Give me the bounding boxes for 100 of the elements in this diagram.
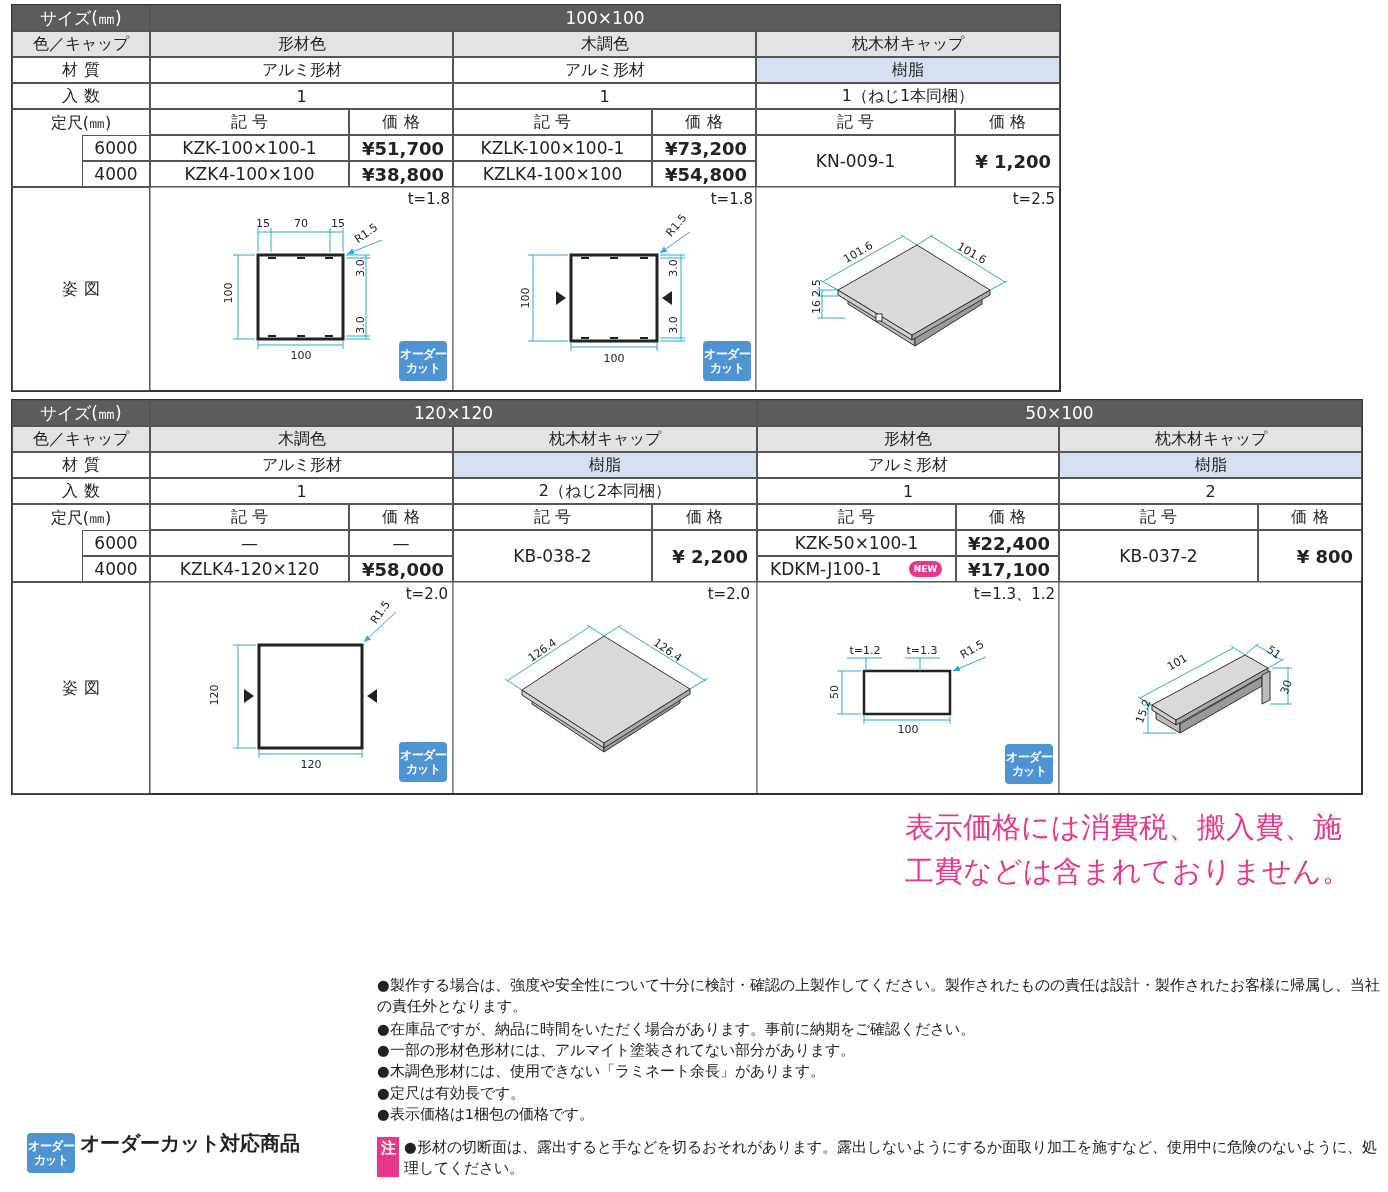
table-cell: アルミ形材 — [150, 452, 453, 478]
dimension-label: 3.0 — [353, 315, 367, 336]
column-header: 木調色 — [150, 426, 453, 452]
table-header: 100×100 — [150, 5, 1060, 31]
column-header: 形材色 — [757, 426, 1059, 452]
note-text: ●表示価格は1梱包の価格です。 — [377, 1105, 595, 1124]
dimension-label: 51 — [1263, 641, 1285, 664]
table-cell: 材 質 — [12, 452, 150, 478]
table-cell: KZLK4-120×120 — [150, 556, 349, 582]
note-text: ●一部の形材色形材には、アルマイト塗装されてない部分があります。 — [377, 1041, 856, 1060]
dimension-label: 100 — [221, 282, 235, 304]
table-header: サイズ(㎜) — [12, 400, 150, 426]
price-cell: ¥38,800 — [349, 161, 453, 187]
table-cell: KZLK-100×100-1 — [453, 135, 652, 161]
dimension-label: 30 — [1276, 677, 1296, 698]
column-header: 枕木材キャップ — [1059, 426, 1362, 452]
column-header: 色／キャップ — [12, 426, 150, 452]
dimension-label: t=1.2 — [848, 643, 882, 657]
column-header: 枕木材キャップ — [756, 31, 1060, 57]
dimension-label: 100 — [289, 348, 313, 362]
dimension-label: 3.0 — [353, 258, 367, 279]
thickness-label: t=1.8 — [709, 190, 753, 208]
dimension-label: 70 — [293, 216, 309, 230]
column-header: 木調色 — [453, 31, 756, 57]
price-cell: ¥54,800 — [652, 161, 756, 187]
table-cell: KZK4-100×100 — [150, 161, 349, 187]
table-cell: KB-038-2 — [453, 530, 652, 582]
table-cell: 記 号 — [150, 109, 349, 135]
table-cell: 価 格 — [1258, 504, 1362, 530]
dimension-label: 100 — [896, 722, 920, 736]
table-cell: 入 数 — [12, 478, 150, 504]
column-header: 色／キャップ — [12, 31, 150, 57]
table-cell: 記 号 — [453, 109, 652, 135]
order-cut-badge: オーダーカット — [1005, 744, 1053, 784]
price-cell: ¥73,200 — [652, 135, 756, 161]
table-cell: 姿 図 — [12, 582, 150, 794]
price-cell: ¥17,100 — [956, 556, 1059, 582]
table-cell: 1（ねじ1本同梱） — [756, 83, 1060, 109]
thickness-label: t=1.3、1.2 — [972, 585, 1055, 603]
table-cell: KZK-50×100-1 — [757, 530, 956, 556]
table-cell: 1 — [150, 83, 453, 109]
note-text: ●在庫品ですが、納品に時間をいただく場合があります。事前に納期をご確認ください。 — [377, 1020, 976, 1039]
table-cell: アルミ形材 — [453, 57, 756, 83]
table-header: 120×120 — [150, 400, 757, 426]
price-cell: ¥ 800 — [1258, 530, 1362, 582]
legend-text: オーダーカット対応商品 — [80, 1129, 301, 1157]
price-cell: ¥22,400 — [956, 530, 1059, 556]
table-cell: 記 号 — [1059, 504, 1258, 530]
dimension-label: 15 — [330, 216, 346, 230]
table-cell: KZK-100×100-1 — [150, 135, 349, 161]
note-text: ●形材の切断面は、露出すると手などを切るおそれがあります。露出しないようにするか面取り加工を施すなど、使用中に危険のないように、処理してください。 — [404, 1138, 1378, 1178]
table-cell: 4000 — [82, 161, 150, 187]
table-cell: KN-009-1 — [756, 135, 955, 187]
price-cell: ¥58,000 — [349, 556, 453, 582]
table-cell: 材 質 — [12, 57, 150, 83]
dimension-label: 50 — [827, 684, 841, 701]
dimension-label: 100 — [518, 287, 532, 309]
dimension-label: 15 — [255, 216, 271, 230]
table-cell: 価 格 — [652, 109, 756, 135]
table-header: サイズ(㎜) — [12, 5, 150, 31]
table-cell: 記 号 — [150, 504, 349, 530]
table-cell: 2（ねじ2本同梱） — [453, 478, 757, 504]
price-cell: ¥ 2,200 — [652, 530, 757, 582]
dimension-label: 15.2 — [1131, 696, 1155, 727]
table-cell: 価 格 — [652, 504, 757, 530]
table-cell: 2 — [1059, 478, 1362, 504]
table-cell: KB-037-2 — [1059, 530, 1258, 582]
table-cell: KZLK4-100×100 — [453, 161, 652, 187]
order-cut-badge: オーダーカット — [399, 742, 447, 782]
order-cut-badge: オーダーカット — [703, 341, 751, 381]
dimension-label: t=1.3 — [905, 643, 939, 657]
table-cell: 1 — [757, 478, 1059, 504]
material-cell: 樹脂 — [756, 57, 1060, 83]
dimension-label: 101 — [1163, 650, 1191, 675]
table-cell: アルミ形材 — [150, 57, 453, 83]
table-cell: — — [150, 530, 349, 556]
material-cell: 樹脂 — [1059, 452, 1362, 478]
table-cell: 価 格 — [349, 109, 453, 135]
price-cell: ¥51,700 — [349, 135, 453, 161]
dimension-label: 100 — [602, 351, 626, 365]
table-header: 50×100 — [757, 400, 1362, 426]
notice-text: 表示価格には消費税、搬入費、施工費などは含まれておりません。 — [905, 809, 1352, 890]
note-text: ●製作する場合は、強度や安全性について十分に検討・確認の上製作してください。製作されたものの責任は設計・製作されたお客様に帰属し、当社の責任外となります。 — [377, 976, 1381, 1016]
dimension-label: 3.0 — [666, 258, 680, 279]
dimension-label: 3.0 — [666, 315, 680, 336]
dimension-label: 2.5 — [809, 278, 823, 299]
table-cell: 記 号 — [757, 504, 956, 530]
table-cell: 6000 — [82, 530, 150, 556]
material-cell: 樹脂 — [453, 452, 757, 478]
table-cell: 1 — [150, 478, 453, 504]
dimension-label: 16 — [809, 299, 823, 316]
dimension-label: 120 — [207, 683, 221, 707]
column-header: 枕木材キャップ — [453, 426, 757, 452]
order-cut-badge: オーダーカット — [399, 341, 447, 381]
dimension-label: R1.5 — [956, 636, 988, 663]
table-cell: — — [349, 530, 453, 556]
thickness-label: t=2.5 — [1011, 190, 1055, 208]
order-cut-badge: オーダーカット — [27, 1133, 75, 1173]
note-text: ●木調色形材には、使用できない「ラミネート余長」があります。 — [377, 1062, 826, 1081]
note-text: ●定尺は有効長です。 — [377, 1084, 526, 1103]
